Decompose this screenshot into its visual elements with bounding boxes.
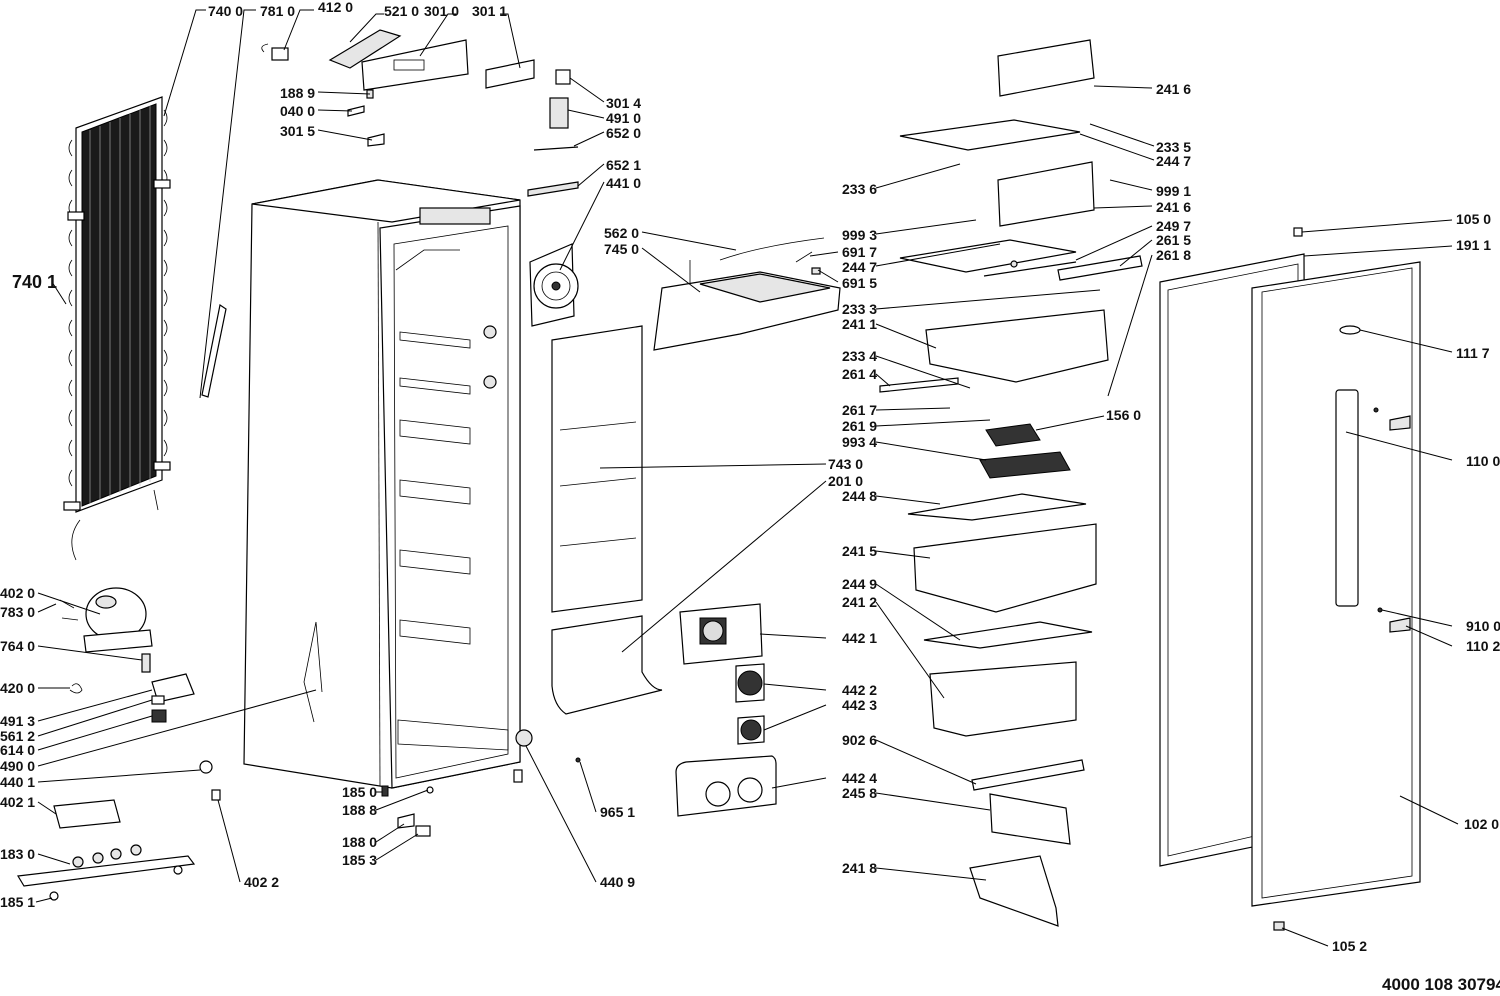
callout-label: 691 5 (842, 275, 877, 291)
callout-label: 652 1 (606, 157, 641, 173)
callout-label: 261 8 (1156, 247, 1191, 263)
callout-label: 521 0 (384, 3, 419, 19)
callout-label: 491 3 (0, 713, 35, 729)
callout-label: 691 7 (842, 244, 877, 260)
callout-label: 402 1 (0, 794, 35, 810)
storage-components (879, 39, 1143, 927)
callout-label: 188 0 (342, 834, 377, 850)
callout-label: 233 3 (842, 301, 877, 317)
callout-labels: 740 0 781 0 412 0 521 0 301 0 301 1 188 … (0, 0, 1500, 954)
display-panel (361, 39, 469, 91)
callout-label: 781 0 (260, 3, 295, 19)
bottom-cover (551, 615, 663, 715)
callout-label: 183 0 (0, 846, 35, 862)
callout-label: 783 0 (0, 604, 35, 620)
evaporator (653, 237, 841, 351)
callout-label: 249 7 (1156, 218, 1191, 234)
callout-label: 111 7 (1456, 345, 1490, 361)
control-board (328, 29, 402, 69)
fan-motor-group (675, 603, 777, 817)
callout-label: 561 2 (0, 728, 35, 744)
callout-label: 110 0 (1466, 453, 1500, 469)
callout-label: 185 1 (0, 894, 35, 910)
callout-label: 261 4 (842, 366, 877, 382)
callout-label: 562 0 (604, 225, 639, 241)
callout-label: 191 1 (1456, 237, 1491, 253)
callout-label: 441 0 (606, 175, 641, 191)
callout-label: 261 7 (842, 402, 877, 418)
callout-label: 102 0 (1464, 816, 1499, 832)
callout-label: 040 0 (280, 103, 315, 119)
callout-label: 233 5 (1156, 139, 1191, 155)
callout-label: 743 0 (828, 456, 863, 472)
callout-label: 241 6 (1156, 199, 1191, 215)
callout-label: 740 1 (12, 272, 57, 292)
callout-label: 261 5 (1156, 232, 1191, 248)
callout-label: 442 3 (842, 697, 877, 713)
callout-label: 185 3 (342, 852, 377, 868)
callout-label: 993 4 (842, 434, 877, 450)
callout-label: 188 9 (280, 85, 315, 101)
leader-lines (35, 9, 1459, 947)
drawing-code: 4000 108 30794 (1382, 975, 1500, 994)
base-frame (17, 855, 196, 887)
callout-label: 233 4 (842, 348, 877, 364)
callout-label: 652 0 (606, 125, 641, 141)
callout-label: 188 8 (342, 802, 377, 818)
evaporation-tray (53, 799, 121, 829)
fan-assembly (529, 243, 579, 327)
rear-panel (551, 325, 643, 613)
callout-label: 491 0 (606, 110, 641, 126)
callout-label: 244 8 (842, 488, 877, 504)
callout-label: 745 0 (604, 241, 639, 257)
callout-label: 301 0 (424, 3, 459, 19)
callout-label: 440 9 (600, 874, 635, 890)
callout-label: 245 8 (842, 785, 877, 801)
callout-label: 740 0 (208, 3, 243, 19)
refrigerator-cabinet (243, 179, 521, 789)
callout-label: 442 1 (842, 630, 877, 646)
callout-label: 301 4 (606, 95, 641, 111)
compressor (83, 587, 153, 653)
display-cover (485, 59, 535, 89)
callout-label: 402 0 (0, 585, 35, 601)
callout-label: 442 4 (842, 770, 877, 786)
callout-label: 420 0 (0, 680, 35, 696)
callout-label: 105 0 (1456, 211, 1491, 227)
callout-label: 244 7 (1156, 153, 1191, 169)
callout-label: 440 1 (0, 774, 35, 790)
callout-label: 241 8 (842, 860, 877, 876)
callout-label: 999 1 (1156, 183, 1191, 199)
relay-part (271, 47, 289, 61)
callout-label: 185 0 (342, 784, 377, 800)
callout-label: 965 1 (600, 804, 635, 820)
callout-label: 156 0 (1106, 407, 1141, 423)
callout-label: 301 5 (280, 123, 315, 139)
callout-label: 910 0 (1466, 618, 1500, 634)
callout-label: 301 1 (472, 3, 507, 19)
callout-label: 244 7 (842, 259, 877, 275)
drain-pipe (201, 304, 227, 398)
condenser-coil (63, 96, 171, 561)
callout-label: 490 0 (0, 758, 35, 774)
callout-label: 233 6 (842, 181, 877, 197)
callout-label: 201 0 (828, 473, 863, 489)
callout-label: 764 0 (0, 638, 35, 654)
callout-label: 614 0 (0, 742, 35, 758)
callout-label: 902 6 (842, 732, 877, 748)
callout-label: 105 2 (1332, 938, 1367, 954)
callout-label: 442 2 (842, 682, 877, 698)
callout-label: 999 3 (842, 227, 877, 243)
callout-label: 241 6 (1156, 81, 1191, 97)
callout-label: 241 1 (842, 316, 877, 332)
callout-label: 412 0 (318, 0, 353, 15)
callout-label: 241 5 (842, 543, 877, 559)
callout-label: 402 2 (244, 874, 279, 890)
callout-label: 261 9 (842, 418, 877, 434)
callout-label: 110 2 (1466, 638, 1500, 654)
callout-label: 244 9 (842, 576, 877, 592)
callout-label: 241 2 (842, 594, 877, 610)
